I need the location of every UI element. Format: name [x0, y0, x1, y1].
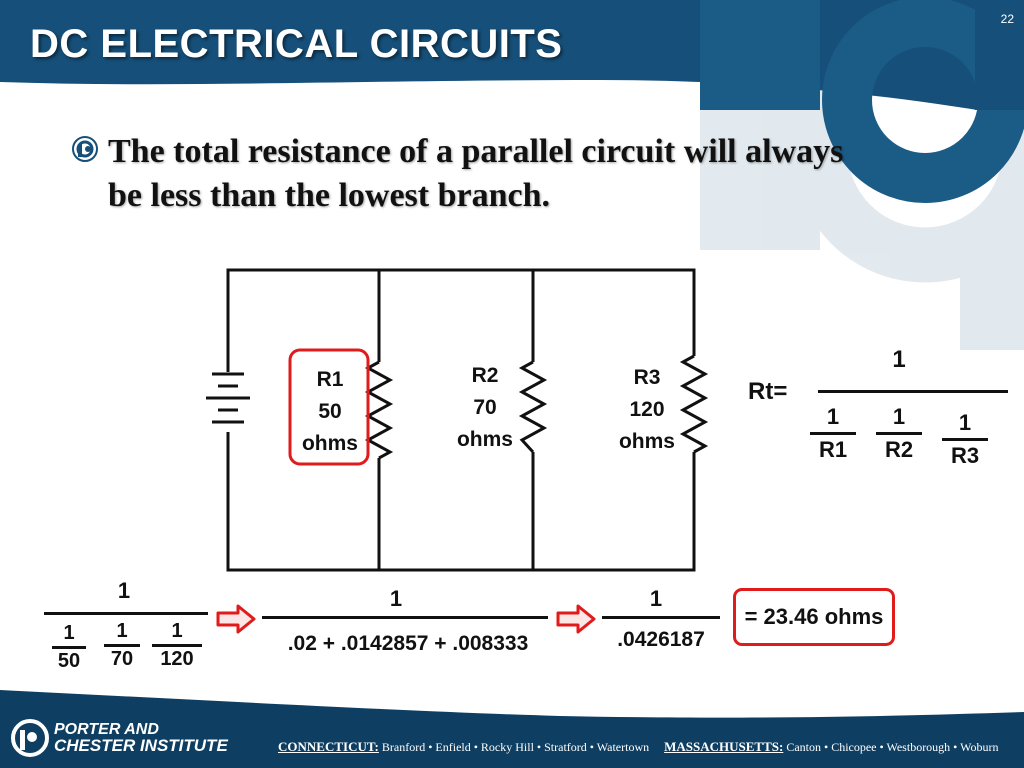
step1-term-70-bar	[104, 644, 140, 647]
circuit-wire-outer	[226, 268, 696, 372]
step2-denominator: .02 + .0142857 + .008333	[287, 632, 529, 655]
arrow-right-icon	[216, 604, 256, 634]
step2-numerator: 1	[389, 586, 403, 611]
step1-term-70-bottom: 70	[110, 648, 134, 670]
resistor-r1-symbol	[364, 360, 394, 460]
resistor-r2-label: R2 70 ohms	[450, 360, 520, 456]
footer-band	[0, 690, 1024, 768]
result-box: = 23.46 ohms	[733, 588, 895, 646]
rt-term-r3-bottom: R3	[950, 443, 980, 468]
resistor-r3-symbol	[679, 354, 709, 454]
footer-locations: CONNECTICUT: Branford • Enfield • Rocky …	[278, 739, 999, 755]
r1-unit: ohms	[301, 432, 358, 455]
r2-unit: ohms	[456, 428, 513, 451]
rt-term-r2: 1 R2	[876, 404, 922, 463]
porter-chester-logo-icon	[11, 719, 49, 757]
step1-term-120-top: 1	[171, 620, 183, 642]
logo-line-1: PORTER AND	[54, 721, 159, 738]
circuit-wire-bottom	[226, 432, 696, 572]
step1-term-120: 1 120	[152, 620, 202, 671]
r1-highlight-box	[288, 348, 370, 466]
r1-value: 50	[318, 400, 342, 423]
step1-term-120-bottom: 120	[160, 648, 194, 670]
rt-term-r3: 1 R3	[942, 410, 988, 469]
step1-term-70-top: 1	[116, 620, 128, 642]
step3-denominator: .0426187	[617, 628, 705, 651]
step1-term-70: 1 70	[104, 620, 140, 671]
step1-numerator: 1	[117, 578, 131, 603]
ma-locations: Canton • Chicopee • Westborough • Woburn	[786, 740, 999, 754]
slide-number: 22	[1000, 12, 1014, 26]
r3-unit: ohms	[618, 430, 675, 453]
rt-term-r2-top: 1	[892, 404, 906, 429]
rt-term-r2-bottom: R2	[884, 437, 914, 462]
ct-locations: Branford • Enfield • Rocky Hill • Stratf…	[381, 740, 650, 754]
ma-state-label: MASSACHUSETTS:	[664, 739, 784, 754]
rt-numerator: 1	[892, 346, 906, 373]
step2-fraction-bar	[262, 616, 548, 619]
bullet-text: The total resistance of a parallel circu…	[108, 133, 844, 214]
rt-fraction-bar	[818, 390, 1008, 393]
rt-term-r1-bar	[810, 432, 856, 435]
rt-term-r3-bar	[942, 438, 988, 441]
step1-term-50-top: 1	[63, 622, 75, 644]
logo-line-2: CHESTER INSTITUTE	[54, 736, 228, 755]
ct-state-label: CONNECTICUT:	[278, 739, 379, 754]
step1-term-50: 1 50	[52, 622, 86, 673]
rt-term-r2-bar	[876, 432, 922, 435]
rt-term-r1-top: 1	[826, 404, 840, 429]
rt-label: Rt=	[748, 378, 788, 405]
step1-term-120-bar	[152, 644, 202, 647]
footer-logo-text: PORTER AND CHESTER INSTITUTE	[54, 721, 228, 755]
r2-name: R2	[471, 364, 499, 387]
step3-fraction-bar	[602, 616, 720, 619]
step1-term-50-bottom: 50	[57, 650, 81, 672]
arrow-right-icon	[556, 604, 596, 634]
header-logo-ring	[700, 0, 1024, 203]
pc-bullet-icon	[72, 136, 98, 162]
step1-term-50-bar	[52, 646, 86, 649]
resistor-r3-label: R3 120 ohms	[612, 362, 682, 458]
r3-name: R3	[633, 366, 661, 389]
r3-value: 120	[629, 398, 665, 421]
battery-symbol	[206, 372, 250, 424]
resistor-r2-symbol	[518, 360, 548, 454]
rt-term-r3-top: 1	[958, 410, 972, 435]
slide-title: DC ELECTRICAL CIRCUITS	[30, 22, 563, 66]
rt-term-r1: 1 R1	[810, 404, 856, 463]
r1-name: R1	[316, 368, 344, 391]
step3-numerator: 1	[649, 586, 663, 611]
step1-fraction-bar	[44, 612, 208, 615]
rt-term-r1-bottom: R1	[818, 437, 848, 462]
resistor-r1-label: R1 50 ohms	[296, 364, 364, 460]
r2-value: 70	[473, 396, 497, 419]
